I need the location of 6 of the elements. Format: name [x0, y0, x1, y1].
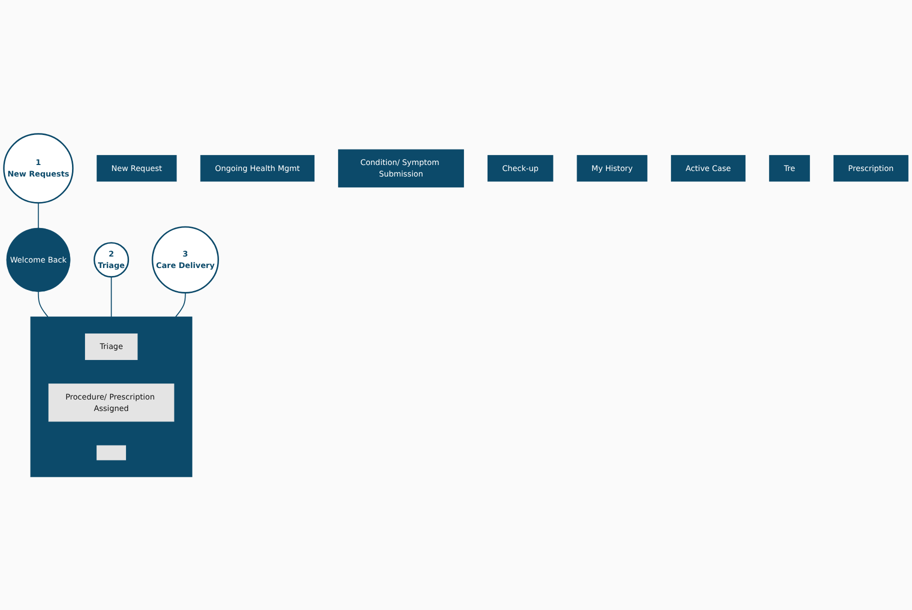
connector: [38, 290, 48, 317]
connector: [110, 276, 112, 317]
connector: [38, 202, 39, 228]
cluster: [30, 316, 192, 477]
node-box: [96, 444, 126, 460]
connector: [175, 292, 186, 317]
